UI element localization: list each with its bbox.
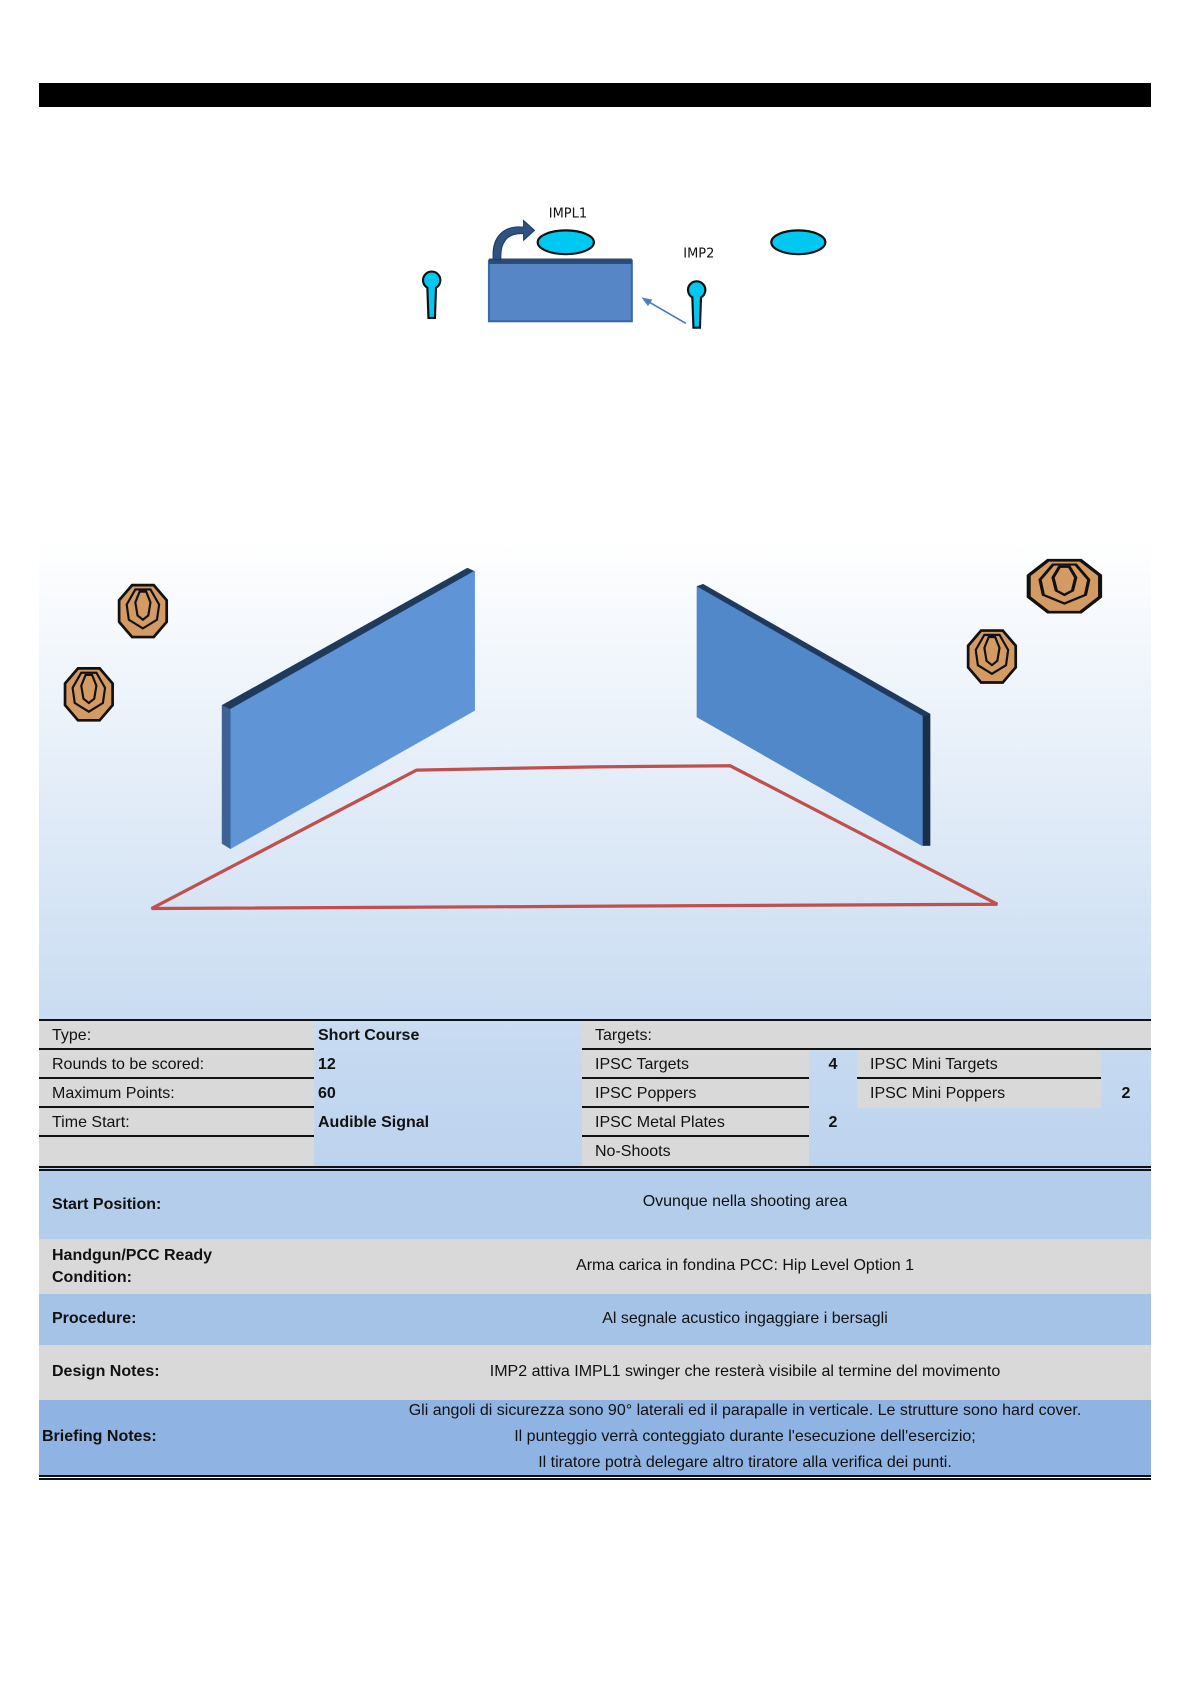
header-bar <box>39 83 1151 107</box>
briefing-notes-row: Briefing Notes: Gli angoli di sicurezza … <box>39 1400 1151 1475</box>
activation-arrow <box>644 298 687 325</box>
procedure-value: Al segnale acustico ingaggiare i bersagl… <box>602 1310 888 1327</box>
briefing-line: Il tiratore potrà delegare altro tirator… <box>538 1454 952 1471</box>
ready-condition-label: Handgun/PCC Ready <box>52 1247 213 1264</box>
no-shoots-label: No-Shoots <box>582 1137 809 1166</box>
mini-targets-count <box>1101 1050 1151 1079</box>
right-wall-top <box>696 584 931 716</box>
left-wall-side <box>221 705 231 850</box>
points-value: 60 <box>318 1085 336 1102</box>
design-notes-label: Design Notes: <box>52 1363 160 1380</box>
start-position-row: Start Position: Ovunque nella shooting a… <box>39 1171 1151 1239</box>
right-wall-side <box>922 713 931 846</box>
table-divider <box>39 1166 1151 1171</box>
mini-targets-label: IPSC Mini Targets <box>857 1050 1101 1079</box>
ipsc-poppers-count <box>809 1079 857 1108</box>
design-notes-value: IMP2 attiva IMPL1 swinger che resterà vi… <box>489 1363 1001 1380</box>
start-position-value: Ovunque nella shooting area <box>642 1193 848 1210</box>
ready-condition-label-2: Condition: <box>52 1269 132 1286</box>
empty-cell <box>39 1137 314 1166</box>
procedure-row: Procedure: Al segnale acustico ingaggiar… <box>39 1294 1151 1345</box>
imp2-popper-icon <box>686 280 707 329</box>
type-value: Short Course <box>318 1027 420 1044</box>
top-wall-icon <box>487 259 633 323</box>
ipsc-target-icon <box>966 629 1018 684</box>
ipsc-targets-label: IPSC Targets <box>582 1050 809 1079</box>
right-wall-icon <box>696 584 931 846</box>
briefing-line: Gli angoli di sicurezza sono 90° lateral… <box>408 1402 1082 1419</box>
metal-plates-label: IPSC Metal Plates <box>582 1108 809 1137</box>
targets-label: Targets: <box>582 1021 1151 1050</box>
imp2-label: IMP2 <box>683 246 714 261</box>
popper-icon <box>421 270 442 320</box>
top-wall-edge <box>489 258 632 264</box>
ipsc-target-icon <box>1029 560 1100 612</box>
briefing-line: Il punteggio verrà conteggiato durante l… <box>514 1428 976 1445</box>
table-top-line <box>39 1019 1151 1021</box>
fault-line-shooting-area <box>150 764 999 911</box>
ipsc-targets-count: 4 <box>828 1056 838 1073</box>
plate-icon <box>770 229 827 256</box>
metal-plates-count: 2 <box>828 1114 838 1131</box>
mini-poppers-label: IPSC Mini Poppers <box>857 1079 1101 1108</box>
start-position-label: Start Position: <box>52 1196 162 1213</box>
design-notes-row: Design Notes: IMP2 attiva IMPL1 swinger … <box>39 1345 1151 1400</box>
type-label: Type: <box>39 1021 314 1050</box>
briefing-notes-label: Briefing Notes: <box>42 1428 157 1445</box>
points-label: Maximum Points: <box>39 1079 314 1108</box>
rounds-value: 12 <box>318 1056 336 1073</box>
bottom-divider <box>39 1475 1151 1480</box>
ipsc-poppers-label: IPSC Poppers <box>582 1079 809 1108</box>
procedure-label: Procedure: <box>52 1310 137 1327</box>
swing-arrow-icon <box>492 219 536 261</box>
arrow-head-icon <box>641 297 653 307</box>
left-wall-icon <box>221 567 475 850</box>
impl1-label: IMPL1 <box>549 206 587 221</box>
time-start-value: Audible Signal <box>318 1114 430 1131</box>
left-wall-top <box>221 567 474 710</box>
rounds-label: Rounds to be scored: <box>39 1050 314 1079</box>
time-start-label: Time Start: <box>39 1108 314 1137</box>
no-shoots-count <box>809 1137 857 1166</box>
ipsc-target-icon <box>63 667 114 722</box>
ready-condition-row: Handgun/PCC Ready Condition: Arma carica… <box>39 1239 1151 1294</box>
impl1-swinger-icon <box>536 229 595 256</box>
ipsc-target-icon <box>117 583 169 639</box>
ready-condition-value: Arma carica in fondina PCC: Hip Level Op… <box>576 1257 914 1274</box>
mini-poppers-count: 2 <box>1121 1085 1131 1102</box>
